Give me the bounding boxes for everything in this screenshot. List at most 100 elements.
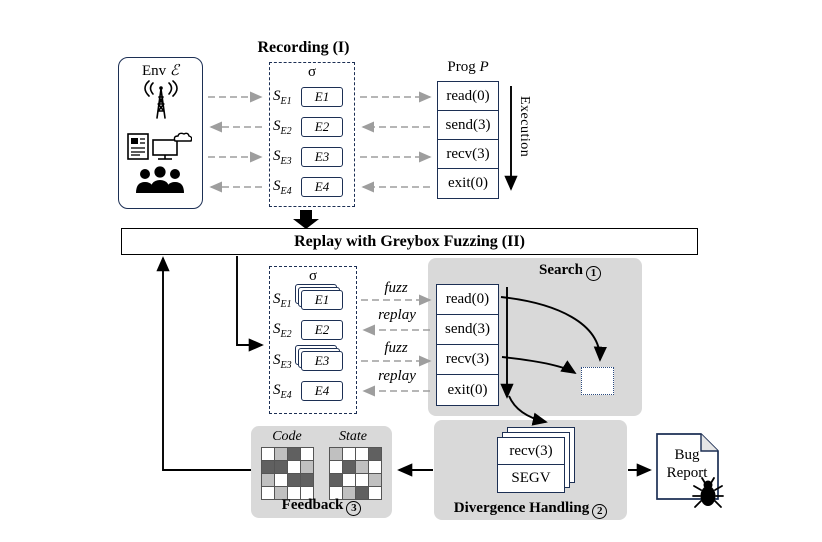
document-icon [127,133,149,160]
search-target-dotted-box [581,367,614,395]
step-1-badge: 1 [585,265,601,281]
recording-event-row-1: SE1 E1 [273,87,343,107]
fuzz-label-1: fuzz [384,280,408,296]
event-label: SE1 [273,87,292,107]
program-row: read(0) [437,285,498,315]
grid-cell [288,448,300,460]
event-label: SE2 [273,320,292,340]
recording-event-row-4: SE4 E4 [273,177,343,197]
program-row: recv(3) [437,345,498,375]
grid-cell [330,448,342,460]
grid-cell [288,487,300,499]
grid-cell [356,487,368,499]
grid-cell [262,448,274,460]
grid-cell [343,474,355,486]
bug-report-label: Bug Report [666,447,708,481]
event-box-stack: E1 [295,284,343,310]
grid-cell [343,448,355,460]
grid-cell [330,461,342,473]
fuzz-label-2: fuzz [384,340,408,356]
code-coverage-grid [261,447,314,500]
fuzzing-event-row-3: SE3 E3 [273,345,343,371]
grid-cell [301,474,313,486]
execution-label: Execution [517,96,532,158]
radio-tower-icon [144,80,178,119]
event-label: SE4 [273,381,292,401]
event-box: E2 [301,117,343,137]
replay-bar-title: Replay with Greybox Fuzzing (II) [294,232,525,250]
state-grid-label: State [339,429,367,444]
grid-cell [356,461,368,473]
grid-cell [262,487,274,499]
grid-cell [288,461,300,473]
env-text: Env [141,63,167,79]
environment-label: Env ℰ [118,61,203,80]
grid-cell [301,487,313,499]
recording-title: Recording (I) [257,39,350,56]
code-grid-label: Code [272,429,302,444]
grid-cell [356,448,368,460]
event-box-stack: E3 [295,345,343,371]
program-row: read(0) [438,82,498,111]
event-box: E4 [301,381,343,401]
grid-cell [275,474,287,486]
grid-cell [369,461,381,473]
grid-cell [330,474,342,486]
replay-label-1: replay [378,307,416,323]
program-table: read(0) send(3) recv(3) exit(0) [437,81,499,199]
event-label: SE1 [273,290,292,310]
event-label: SE3 [273,351,292,371]
event-box: E4 [301,177,343,197]
recording-trace-box [269,62,355,207]
grid-cell [369,487,381,499]
divergence-card-row: SEGV [511,470,551,486]
recording-event-row-3: SE3 E3 [273,147,343,167]
fuzzing-event-row-1: SE1 E1 [273,284,343,310]
recording-event-row-2: SE2 E2 [273,117,343,137]
grid-cell [356,474,368,486]
step-2-badge: 2 [592,503,608,519]
grid-cell [275,448,287,460]
grid-cell [275,461,287,473]
fuzzing-trace-box [269,266,357,414]
cloud-monitor-icon [152,132,192,160]
replay-greybox-fuzzing-bar: Replay with Greybox Fuzzing (II) [121,228,698,255]
event-label: SE4 [273,177,292,197]
step-3-badge: 3 [346,500,362,516]
divergence-card-row: recv(3) [498,438,564,465]
program-row: exit(0) [437,375,498,405]
fuzzing-event-row-4: SE4 E4 [273,381,343,401]
event-box: E2 [301,320,343,340]
grid-cell [301,448,313,460]
program-row: recv(3) [438,140,498,169]
people-group-icon [136,166,184,193]
grid-cell [343,461,355,473]
program-row: send(3) [437,315,498,345]
grid-cell [369,448,381,460]
fuzzing-trace-symbol: σ [308,268,318,284]
search-program-table: read(0) send(3) recv(3) exit(0) [436,284,499,406]
program-label: Prog P [447,59,489,75]
grid-cell [301,461,313,473]
grid-cell [369,474,381,486]
program-row: exit(0) [438,169,498,198]
program-row: send(3) [438,111,498,140]
event-label: SE2 [273,117,292,137]
grid-cell [262,461,274,473]
divergence-card-stack: recv(3) SEGV [497,427,575,493]
grid-cell [275,487,287,499]
event-label: SE3 [273,147,292,167]
bug-icon [692,477,724,508]
event-box: E1 [301,87,343,107]
state-coverage-grid [329,447,382,500]
recording-trace-symbol: σ [307,64,317,80]
fuzzing-event-row-2: SE2 E2 [273,320,343,340]
grid-cell [262,474,274,486]
grid-cell [343,487,355,499]
grid-cell [330,487,342,499]
replay-label-2: replay [378,368,416,384]
